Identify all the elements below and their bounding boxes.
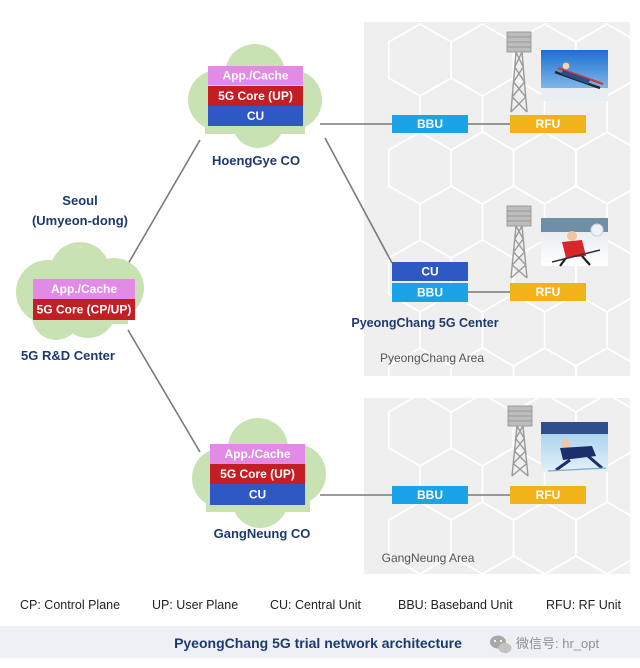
seoul-district-label: (Umyeon-dong) [32, 213, 128, 228]
cell-tower-icon [506, 31, 532, 113]
pyeongchang-rfu-box [510, 283, 586, 301]
legend-item: BBU: Baseband Unit [398, 598, 513, 612]
pyeongchang-bbu-label: BBU [417, 286, 443, 300]
network-links [127, 123, 510, 496]
gangneung-cu-box [210, 484, 305, 505]
pyeongchang-center-label: PyeongChang 5G Center [351, 316, 498, 330]
cell-hexagon [450, 347, 515, 376]
skier-photo-icon [541, 218, 608, 267]
pyeongchang-cu-box [392, 262, 468, 281]
seoul-app-cache-box [33, 279, 135, 299]
gangneung-core-box [210, 464, 305, 484]
figure-caption: PyeongChang 5G trial network architectur… [174, 635, 462, 651]
rnd-center-label: 5G R&D Center [21, 348, 115, 363]
hoenggye-bbu-label: BBU [417, 117, 443, 131]
hoenggye-co-label: HoengGye CO [212, 153, 300, 168]
hoenggye-core-label: 5G Core (UP) [218, 89, 293, 103]
legend: CP: Control Plane UP: User Plane CU: Cen… [20, 598, 622, 612]
hoenggye-rfu-label: RFU [536, 117, 561, 131]
caption-band [0, 626, 640, 658]
gangneung-app-cache-label: App./Cache [224, 447, 290, 461]
legend-item: UP: User Plane [152, 598, 238, 612]
legend-item: RFU: RF Unit [546, 598, 622, 612]
seoul-app-cache-label: App./Cache [51, 282, 117, 296]
legend-item: CU: Central Unit [270, 598, 362, 612]
gangneung-rfu-box [510, 486, 586, 504]
cell-tower-icon [507, 405, 533, 477]
seoul-core-box [33, 299, 135, 320]
cell-hexagon [512, 347, 577, 376]
hoenggye-cu-label: CU [247, 109, 264, 123]
hoenggye-cu-box [208, 106, 303, 126]
speed-skater-photo-icon [541, 422, 608, 472]
hoenggye-app-cache-label: App./Cache [222, 69, 288, 83]
legend-item: CP: Control Plane [20, 598, 120, 612]
gangneung-bbu-label: BBU [417, 488, 443, 502]
hoenggye-bbu-box [392, 115, 468, 133]
wechat-icon [490, 635, 512, 654]
cell-hexagon [387, 347, 453, 376]
link-seoul-gangneung [127, 329, 201, 453]
gangneung-bbu-box [392, 486, 468, 504]
watermark-text: 微信号: hr_opt [516, 636, 599, 651]
gangneung-co-label: GangNeung CO [214, 526, 311, 541]
hoenggye-core-box [208, 86, 303, 106]
cell-hexagon [575, 347, 630, 376]
link-seoul-hoenggye [127, 139, 201, 265]
pyeongchang-cu-label: CU [421, 265, 438, 279]
hoenggye-app-cache-box [208, 66, 303, 85]
cell-hexagon [543, 555, 608, 574]
gangneung-app-cache-box [210, 444, 305, 464]
seoul-city-label: Seoul [62, 193, 97, 208]
wechat-watermark: 微信号: hr_opt [490, 635, 599, 654]
ski-jump-photo-icon [541, 50, 608, 101]
pyeongchang-area-label: PyeongChang Area [380, 351, 484, 365]
pyeongchang-bbu-box [392, 283, 468, 302]
gangneung-rfu-label: RFU [536, 488, 561, 502]
pyeongchang-rfu-label: RFU [536, 285, 561, 299]
hoenggye-rfu-box [510, 115, 586, 133]
gangneung-area-label: GangNeung Area [382, 551, 475, 565]
seoul-core-label: 5G Core (CP/UP) [37, 303, 132, 317]
cell-hexagon [419, 555, 484, 574]
gangneung-core-label: 5G Core (UP) [220, 467, 295, 481]
cell-hexagon [481, 555, 546, 574]
cell-tower-icon [506, 205, 532, 279]
gangneung-cu-label: CU [249, 488, 266, 502]
link-hoenggye-pyeongchang [324, 137, 393, 264]
